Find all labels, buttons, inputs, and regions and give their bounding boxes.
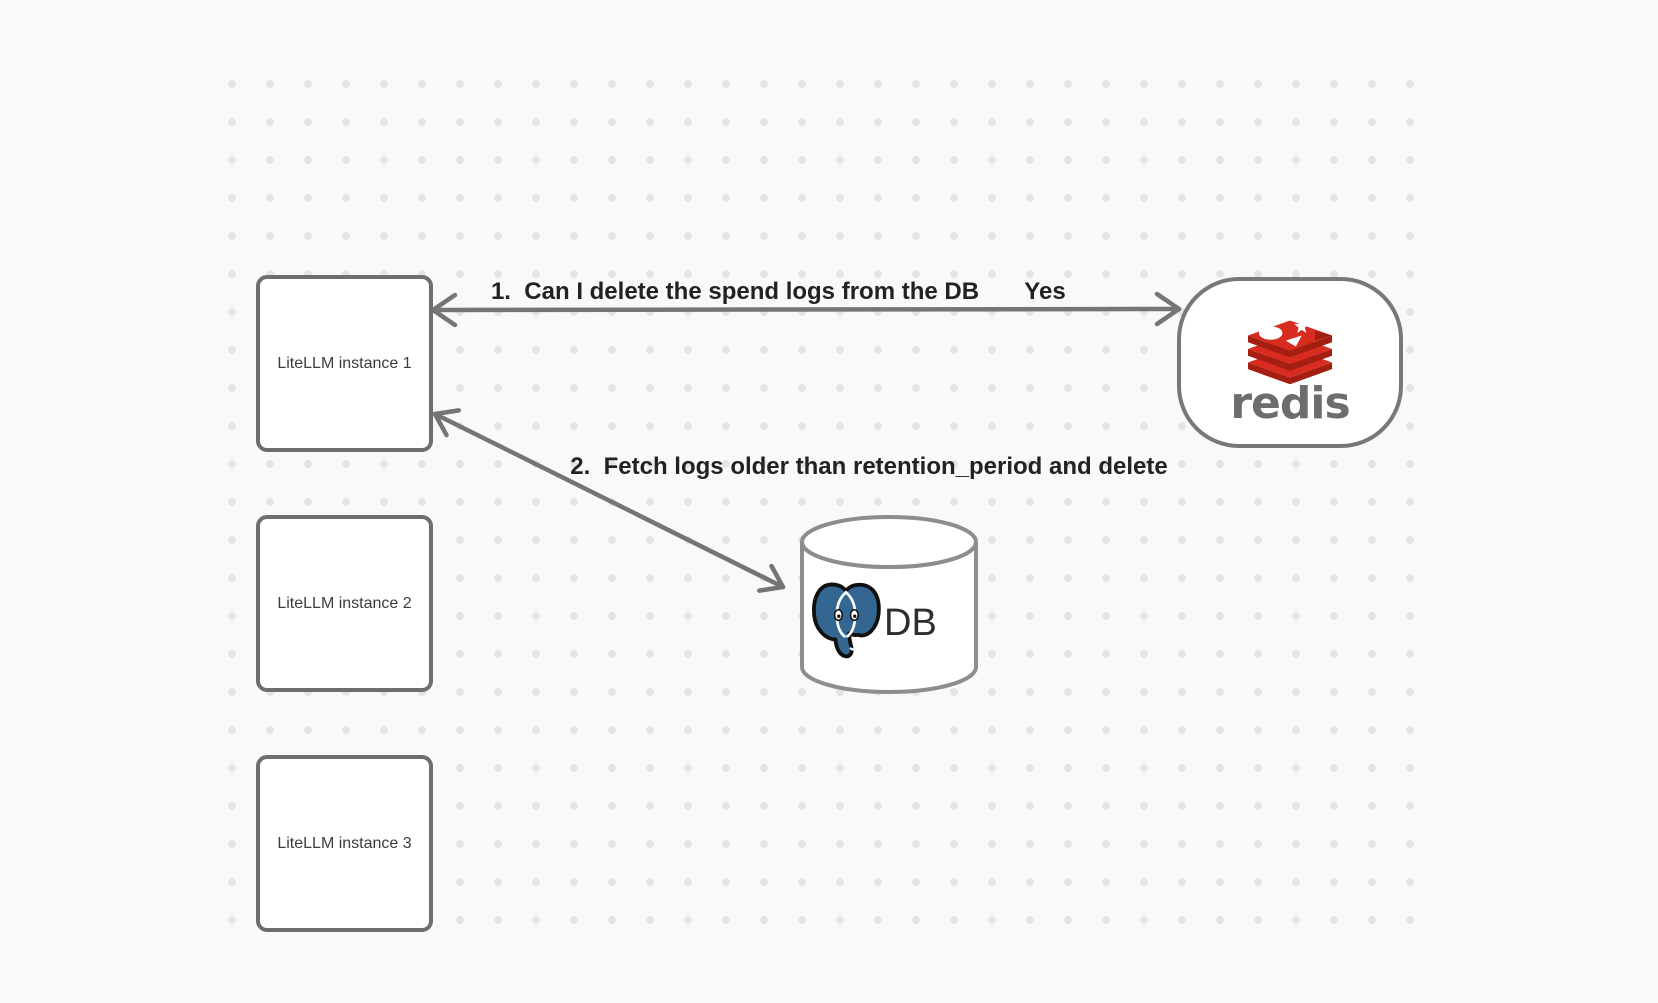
node-litellm-instance-2[interactable]: LiteLLM instance 2 bbox=[256, 515, 433, 692]
edge-1-response-label: Yes bbox=[1024, 278, 1066, 305]
edge-2-label: 2. Fetch logs older than retention_perio… bbox=[570, 453, 1168, 480]
redis-wordmark: redis bbox=[1230, 378, 1350, 429]
node-litellm-instance-1[interactable]: LiteLLM instance 1 bbox=[256, 275, 433, 452]
litellm-instance-1-label: LiteLLM instance 1 bbox=[277, 354, 412, 372]
node-litellm-instance-3[interactable]: LiteLLM instance 3 bbox=[256, 755, 433, 932]
node-redis[interactable]: redis bbox=[1177, 277, 1403, 448]
edge-1-label: 1. Can I delete the spend logs from the … bbox=[490, 278, 980, 305]
litellm-instance-2-label: LiteLLM instance 2 bbox=[277, 594, 412, 612]
edge-litellm-db-arrow[interactable] bbox=[432, 408, 786, 593]
litellm-instance-3-label: LiteLLM instance 3 bbox=[277, 834, 412, 852]
node-db[interactable]: DB bbox=[795, 512, 983, 698]
redis-stack-icon bbox=[1248, 318, 1332, 385]
db-label: DB bbox=[884, 602, 937, 644]
postgresql-elephant-icon bbox=[811, 582, 881, 659]
edge-redis-litellm-arrow[interactable] bbox=[430, 291, 1182, 328]
